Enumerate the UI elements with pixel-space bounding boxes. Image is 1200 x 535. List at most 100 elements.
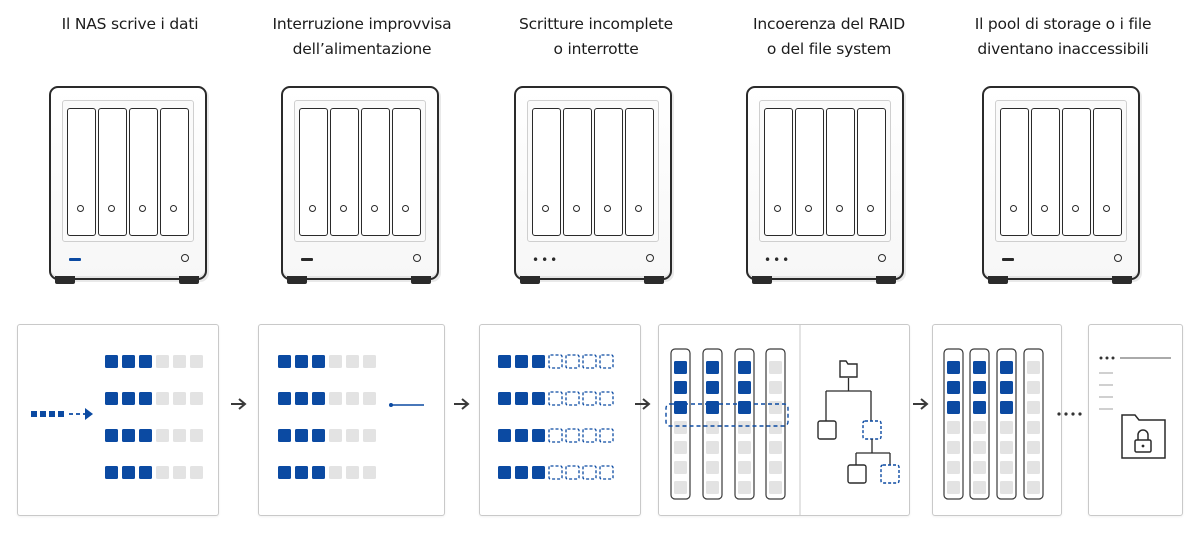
empty-block (363, 392, 376, 405)
empty-block (346, 392, 359, 405)
drive-bay (1000, 108, 1029, 236)
drive-bays (527, 100, 659, 242)
drive-bay (129, 108, 158, 236)
drive-led (108, 205, 115, 212)
nas-foot (752, 276, 772, 284)
data-block (312, 466, 325, 479)
incomplete-block (548, 465, 563, 480)
drive-bay (330, 108, 359, 236)
nas-foot (876, 276, 896, 284)
drive-led (542, 205, 549, 212)
data-block (973, 381, 986, 394)
empty-block (738, 461, 751, 474)
incomplete-block (565, 391, 580, 406)
data-block (498, 392, 511, 405)
arrow-right-icon (635, 398, 651, 410)
drive-led (170, 205, 177, 212)
drive-led (1010, 205, 1017, 212)
empty-block (156, 466, 169, 479)
nas-case (49, 86, 207, 280)
drive-led (573, 205, 580, 212)
panel-writing-data (17, 324, 219, 516)
data-block (674, 381, 687, 394)
incomplete-block (599, 391, 614, 406)
drive-bay (795, 108, 824, 236)
empty-block (1027, 361, 1040, 374)
drive-bay (857, 108, 886, 236)
empty-block (769, 381, 782, 394)
stage-title-3-line-1: Scritture incomplete (518, 15, 674, 33)
drive-bays (995, 100, 1127, 242)
data-block (278, 466, 291, 479)
empty-block (1027, 401, 1040, 414)
data-block (122, 429, 135, 442)
cut-line-end (389, 403, 393, 407)
nas-foot (1112, 276, 1132, 284)
empty-block (346, 355, 359, 368)
data-packet (49, 411, 55, 417)
data-block (498, 466, 511, 479)
empty-block (769, 461, 782, 474)
stage-title-1-line-1: Il NAS scrive i dati (61, 15, 199, 33)
empty-block (329, 466, 342, 479)
panel-incomplete-writes (479, 324, 641, 516)
empty-block (706, 421, 719, 434)
data-block (674, 361, 687, 374)
nas-case: ••• (746, 86, 904, 280)
drive-bay (532, 108, 561, 236)
incomplete-block (548, 354, 563, 369)
panel-power-interruption (258, 324, 445, 516)
data-block (738, 381, 751, 394)
power-button-icon (878, 254, 886, 262)
nas-foot (55, 276, 75, 284)
drive-bay (1031, 108, 1060, 236)
drive-bay (594, 108, 623, 236)
empty-block (156, 392, 169, 405)
panel-raid-inconsistency (658, 324, 910, 516)
empty-block (1027, 481, 1040, 494)
window-dot (1105, 356, 1109, 360)
drive-led (77, 205, 84, 212)
incomplete-block (599, 465, 614, 480)
incomplete-block (599, 428, 614, 443)
empty-block (329, 355, 342, 368)
raid-filesystem-illustration (665, 325, 900, 515)
empty-block (329, 429, 342, 442)
drive-led (139, 205, 146, 212)
data-block (706, 401, 719, 414)
empty-block (769, 481, 782, 494)
empty-block (190, 355, 203, 368)
incomplete-block (548, 391, 563, 406)
nas-case (982, 86, 1140, 280)
data-block (139, 392, 152, 405)
data-block (295, 466, 308, 479)
data-block (498, 429, 511, 442)
drive-led (309, 205, 316, 212)
incomplete-block (565, 354, 580, 369)
empty-block (156, 355, 169, 368)
data-block (278, 429, 291, 442)
inconsistent-stripe (665, 403, 789, 427)
incomplete-block (565, 465, 580, 480)
data-block (532, 355, 545, 368)
data-block (706, 361, 719, 374)
arrow-right-icon (913, 398, 929, 410)
empty-block (674, 441, 687, 454)
drive-bays (62, 100, 194, 242)
drive-led (371, 205, 378, 212)
data-block (1000, 381, 1013, 394)
window-dot (1099, 356, 1103, 360)
incomplete-block (599, 354, 614, 369)
drive-bay (98, 108, 127, 236)
empty-block (329, 392, 342, 405)
lock-keyhole (1141, 444, 1145, 448)
ellipsis-icon (1057, 412, 1082, 416)
empty-block (173, 466, 186, 479)
arrow-right-icon (231, 398, 247, 410)
data-block (139, 355, 152, 368)
lock-shackle (1137, 429, 1149, 440)
power-interruption-illustration (278, 355, 424, 479)
drive-led (867, 205, 874, 212)
data-block (947, 401, 960, 414)
status-led (1002, 258, 1014, 261)
